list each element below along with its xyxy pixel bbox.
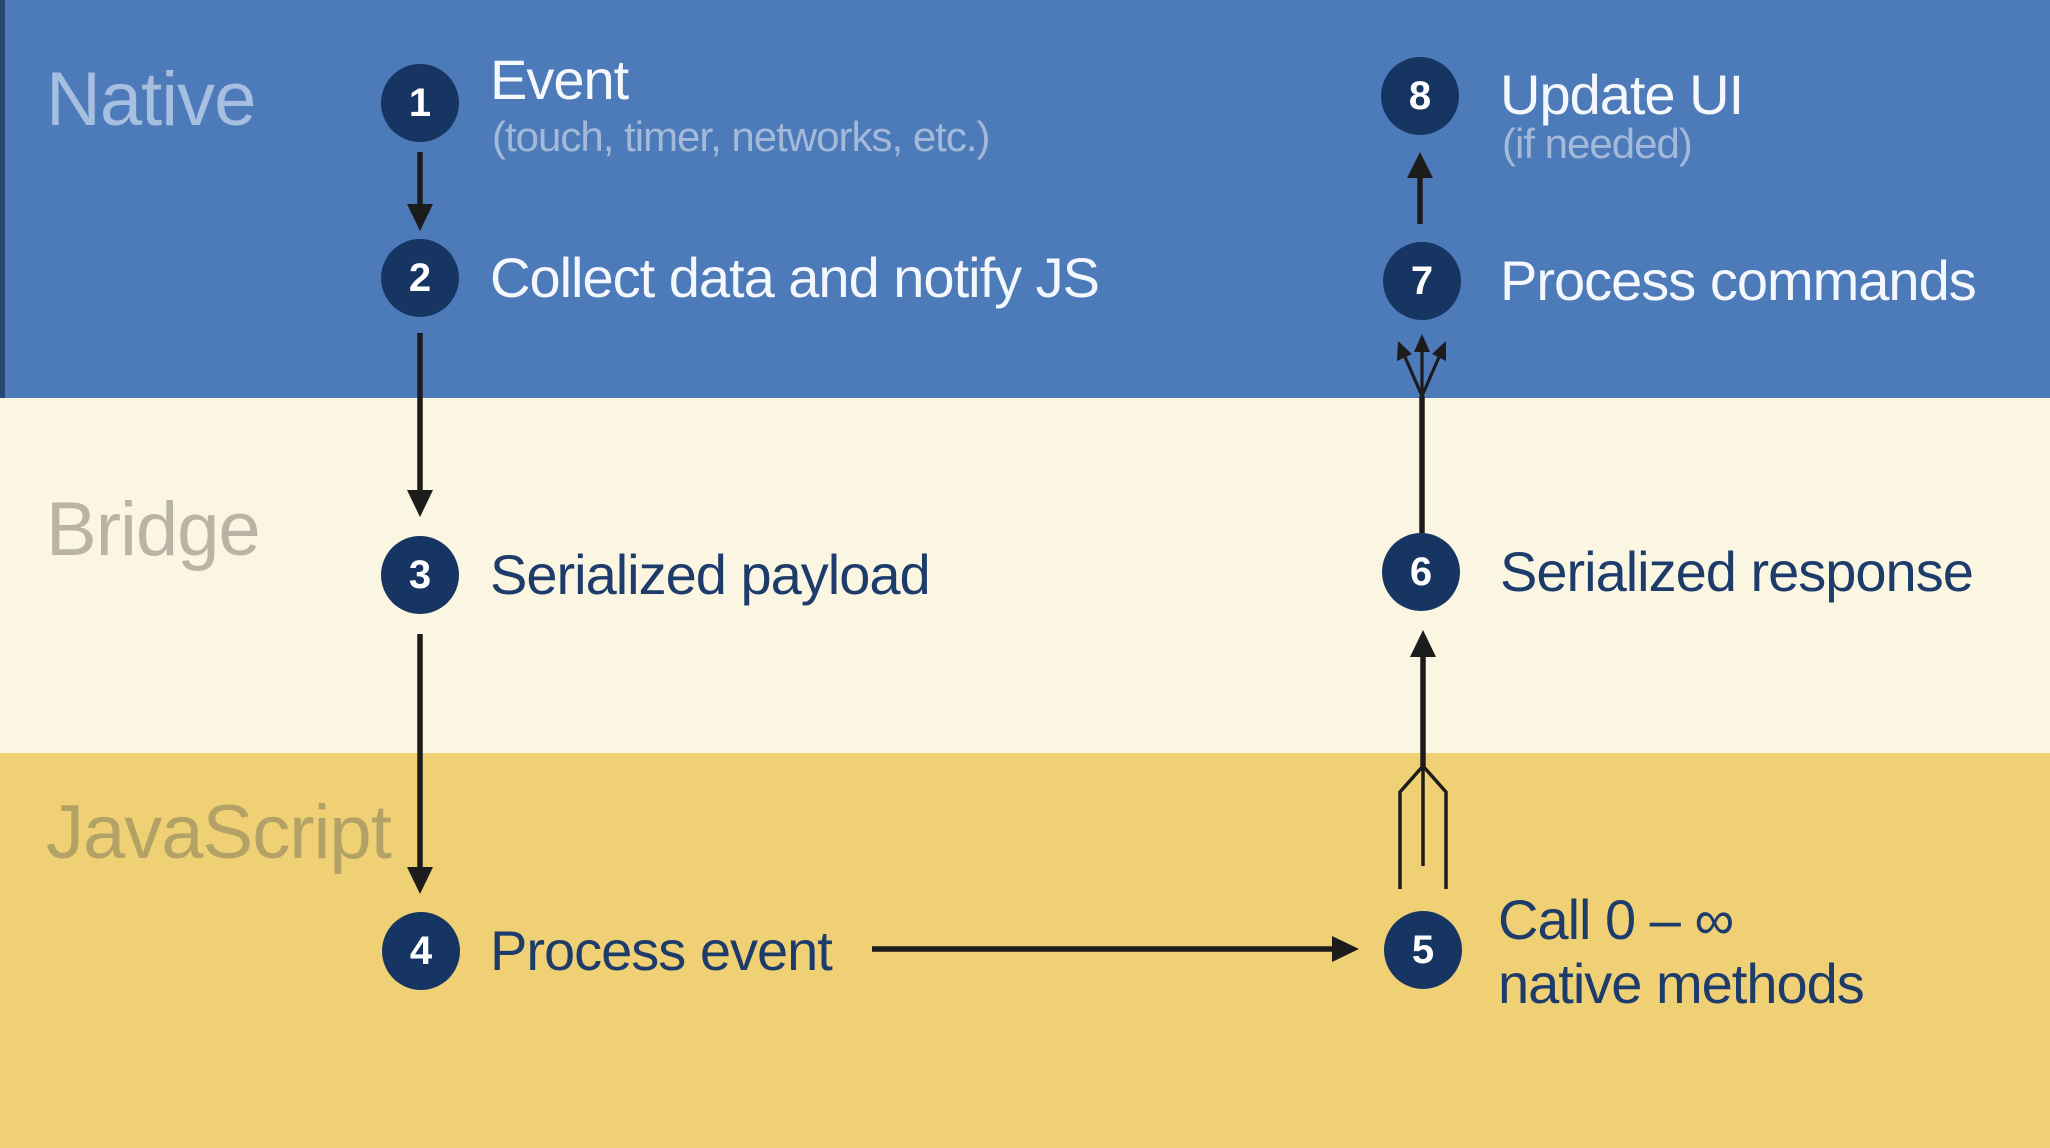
step-1-badge: 1 — [381, 64, 459, 142]
arrowhead-down-icon — [407, 204, 433, 231]
arrowhead-right-icon — [1332, 936, 1359, 962]
arrow-5-to-6 — [1398, 630, 1448, 889]
band-label-native: Native — [46, 57, 256, 142]
arrowhead-down-icon — [407, 490, 433, 517]
step-7-badge: 7 — [1383, 242, 1461, 320]
arrowhead-up-right-icon — [1432, 341, 1446, 361]
arrow-6-to-7 — [1397, 334, 1446, 533]
step-6-badge: 6 — [1382, 533, 1460, 611]
step-6-label: Serialized response — [1500, 540, 1974, 603]
arrowhead-up-left-icon — [1397, 341, 1412, 361]
arrowhead-up-icon — [1410, 630, 1436, 657]
arrow-4-to-5 — [872, 936, 1359, 962]
arrowhead-up-icon — [1414, 334, 1430, 352]
step-8-number: 8 — [1408, 73, 1432, 118]
step-5-label-line1: Call 0 – ∞ — [1498, 888, 1734, 951]
arrow-3-to-4 — [407, 634, 433, 894]
step-3-badge: 3 — [381, 536, 459, 614]
step-4-label: Process event — [490, 919, 833, 982]
step-4-number: 4 — [409, 928, 433, 973]
step-5-number: 5 — [1411, 927, 1435, 972]
step-4-badge: 4 — [382, 912, 460, 990]
step-5-badge: 5 — [1384, 911, 1462, 989]
fork-split-lines — [1403, 352, 1441, 397]
step-8-label: Update UI — [1500, 63, 1744, 126]
arrow-2-to-3 — [407, 333, 433, 517]
step-8-sublabel: (if needed) — [1502, 120, 1693, 167]
step-5-label: Call 0 – ∞ native methods — [1498, 888, 1865, 1016]
step-2-badge: 2 — [381, 239, 459, 317]
step-1-label: Event — [490, 48, 629, 111]
band-label-bridge: Bridge — [46, 487, 261, 572]
step-7-label: Process commands — [1500, 249, 1977, 312]
step-1-number: 1 — [408, 80, 432, 125]
band-native — [0, 0, 2050, 398]
arrow-1-to-2 — [407, 152, 433, 231]
arrowhead-down-icon — [407, 867, 433, 894]
step-3-number: 3 — [408, 552, 432, 597]
arrow-7-to-8 — [1407, 152, 1433, 224]
step-5-label-line2: native methods — [1498, 952, 1865, 1015]
step-1-sublabel: (touch, timer, networks, etc.) — [492, 113, 991, 160]
step-2-number: 2 — [408, 255, 432, 300]
fork-merge-lines — [1398, 764, 1448, 889]
step-6-number: 6 — [1409, 549, 1433, 594]
band-label-javascript: JavaScript — [46, 790, 392, 875]
left-edge-shadow — [0, 0, 5, 398]
band-bridge — [0, 398, 2050, 753]
arrowhead-up-icon — [1407, 152, 1433, 178]
step-2-label: Collect data and notify JS — [490, 246, 1100, 309]
step-8-badge: 8 — [1381, 57, 1459, 135]
step-7-number: 7 — [1410, 258, 1434, 303]
step-3-label: Serialized payload — [490, 543, 931, 606]
